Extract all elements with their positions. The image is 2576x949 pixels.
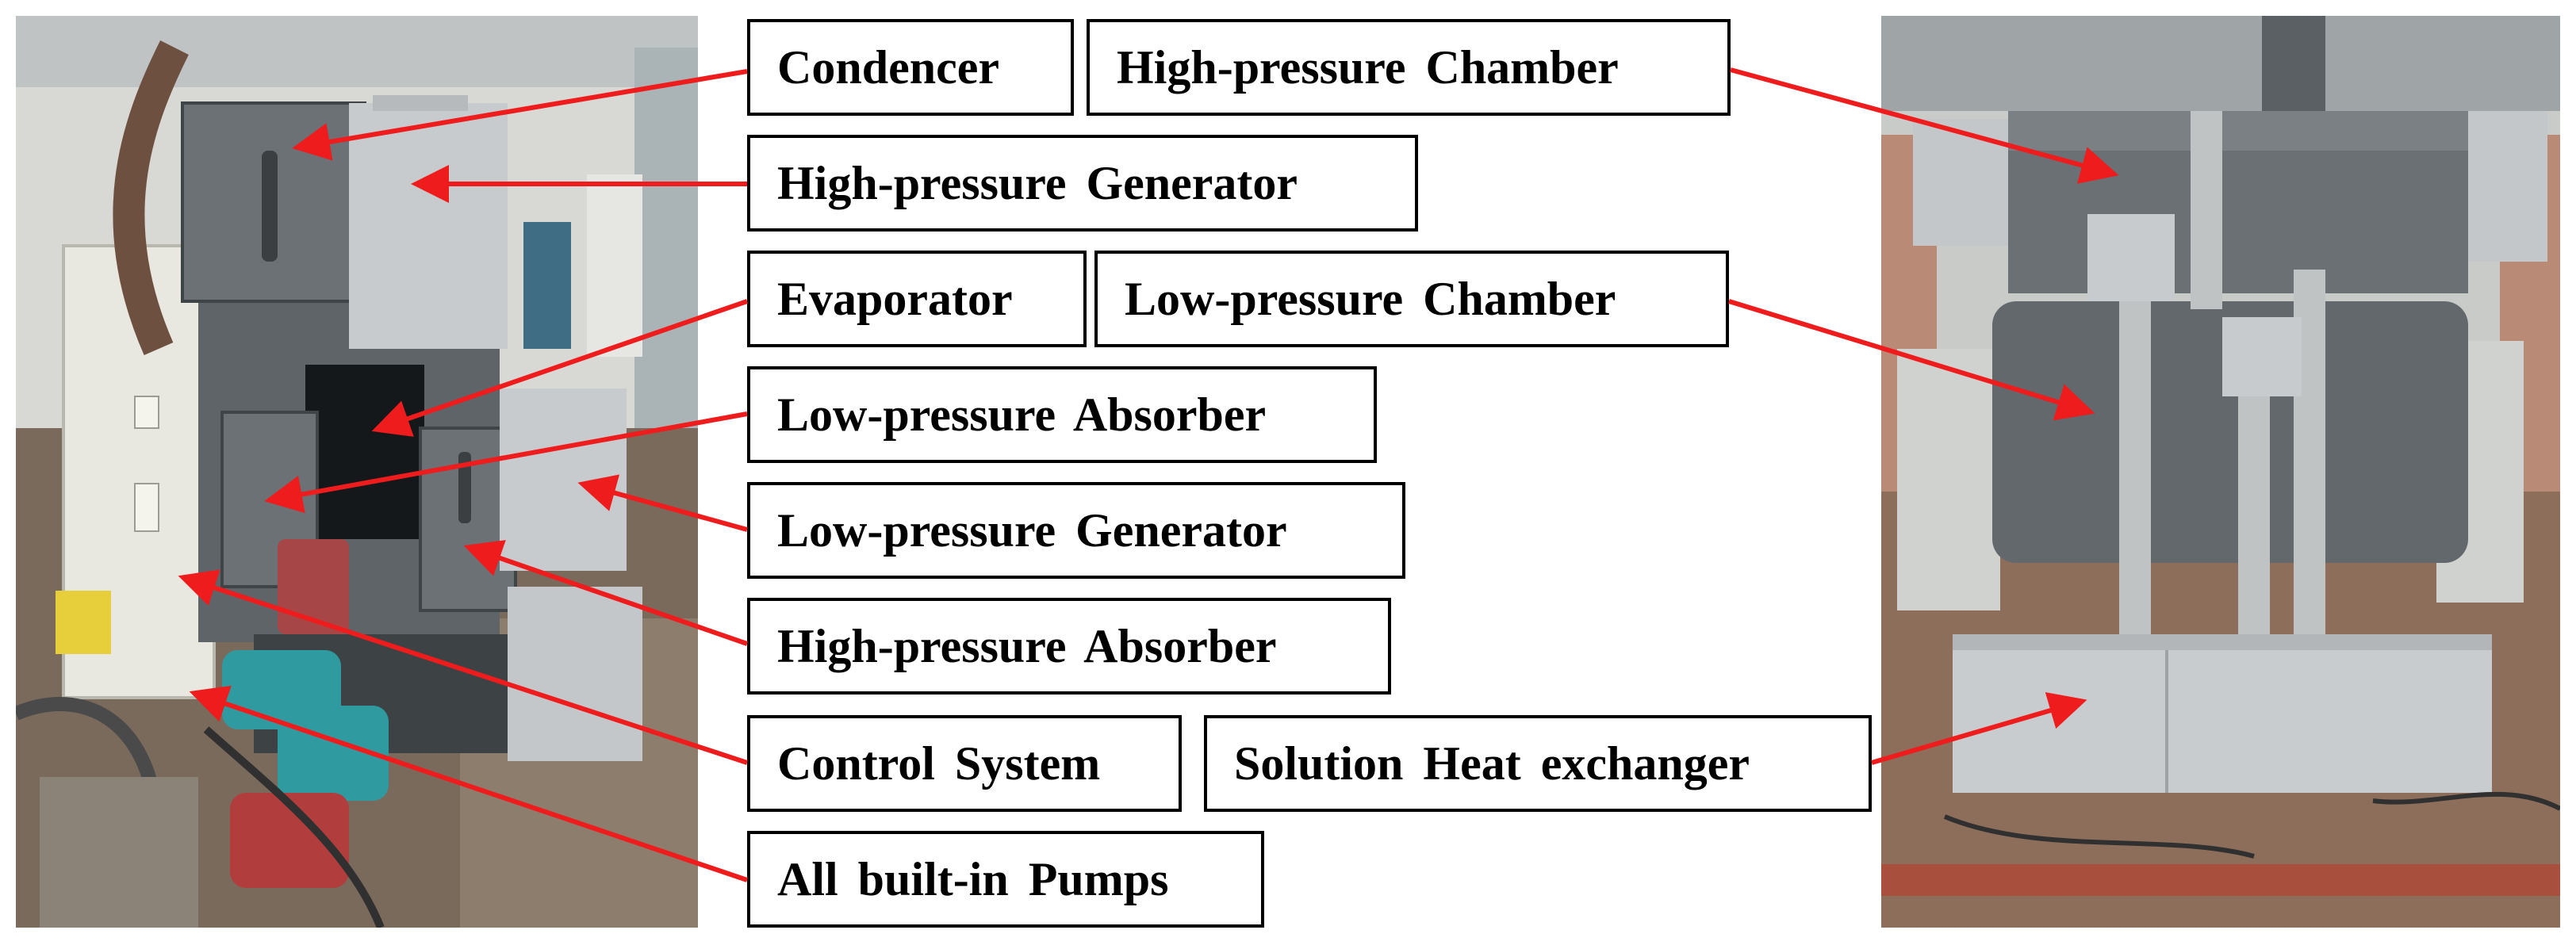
label-all-built-in-pumps: All built-in Pumps (747, 831, 1264, 928)
right-photo-rear-view (1881, 16, 2560, 928)
left-photo-front-view (16, 16, 698, 928)
label-evaporator: Evaporator (747, 251, 1087, 347)
label-low-pressure-absorber: Low-pressure Absorber (747, 366, 1377, 463)
label-high-pressure-generator: High-pressure Generator (747, 135, 1418, 232)
label-condencer: Condencer (747, 19, 1074, 116)
label-high-pressure-chamber: High-pressure Chamber (1087, 19, 1731, 116)
label-high-pressure-absorber: High-pressure Absorber (747, 598, 1391, 695)
left-photo-illustration (16, 16, 698, 928)
right-photo-illustration (1881, 16, 2560, 928)
label-low-pressure-chamber: Low-pressure Chamber (1094, 251, 1729, 347)
label-solution-heat-exchanger: Solution Heat exchanger (1204, 715, 1872, 812)
label-low-pressure-generator: Low-pressure Generator (747, 482, 1405, 579)
label-control-system: Control System (747, 715, 1182, 812)
